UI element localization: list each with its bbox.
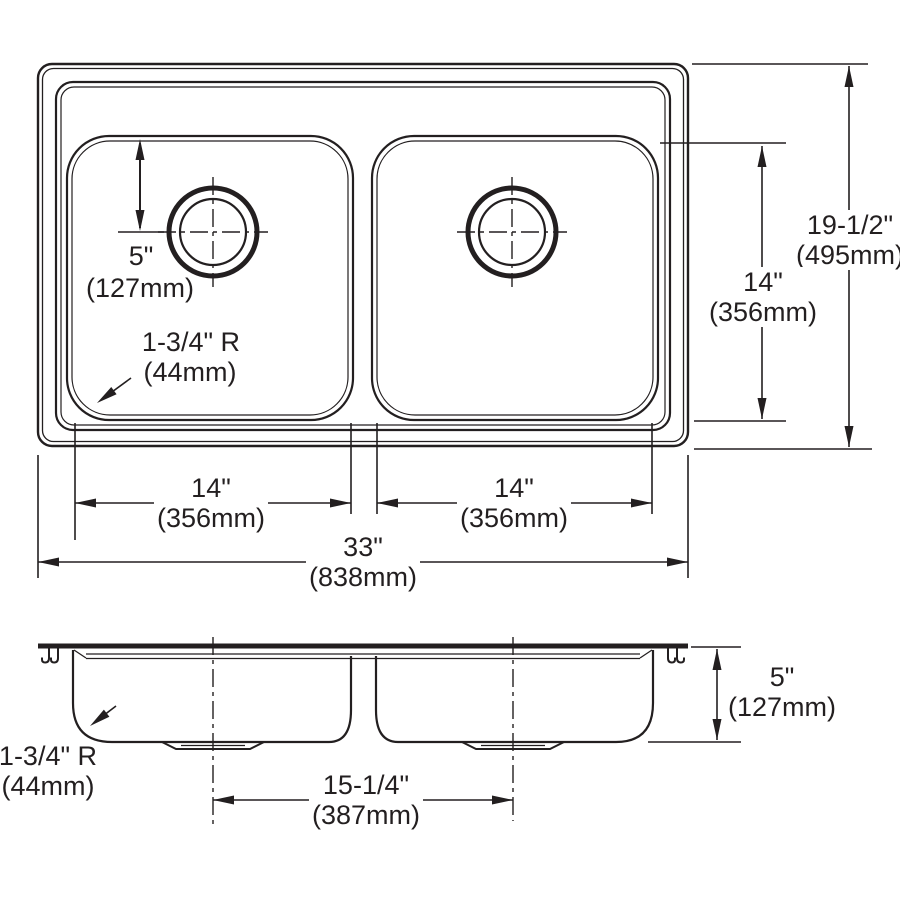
side-corner-radius-label: 1-3/4" R (44mm) <box>0 741 97 801</box>
dim-overall-depth-inches: 19-1/2" <box>806 210 894 240</box>
dim-right-bowl-width-label: 14" (356mm) <box>456 473 572 533</box>
left-bowl-inner-line <box>71 140 349 416</box>
dim-overall-depth-label: 19-1/2" (495mm) <box>792 210 900 270</box>
side-corner-radius-text: 1-3/4" R <box>0 741 98 771</box>
dim-bowl-height <box>648 646 741 743</box>
rim-ledge-step-right <box>639 649 653 659</box>
corner-radius-leader <box>97 377 132 403</box>
right-bowl-outline <box>370 134 660 422</box>
right-bowl-inner-line <box>376 140 654 416</box>
mounting-clips-right <box>667 648 685 664</box>
mounting-clips-left <box>41 648 59 664</box>
dim-left-bowl-width-inches: 14" <box>191 473 231 503</box>
dim-right-bowl-width-inches: 14" <box>494 473 534 503</box>
dim-hole-offset-mm: (127mm) <box>85 273 195 303</box>
right-bowl-profile <box>374 650 655 744</box>
dim-extension-lines <box>37 423 689 578</box>
dim-overall-depth-mm: (495mm) <box>795 240 900 270</box>
right-drain <box>457 177 567 287</box>
dim-overall-width-mm: (838mm) <box>308 562 418 592</box>
dim-bowl-height-label: 5" (127mm) <box>728 662 836 722</box>
dim-overall-width-label: 33" (838mm) <box>305 532 421 592</box>
corner-radius-mm: (44mm) <box>143 357 237 387</box>
rim-inner-edge-inner-line <box>60 86 666 426</box>
left-bowl-profile <box>71 650 353 744</box>
left-drain <box>158 177 268 287</box>
dim-hole-offset-inches: 5" <box>128 241 154 271</box>
dim-drain-spacing-mm: (387mm) <box>311 800 421 830</box>
dim-overall-width-inches: 33" <box>343 532 383 562</box>
top-view <box>36 62 872 578</box>
rim-ledge-step-left <box>73 649 87 659</box>
corner-radius-label: 1-3/4" R <box>141 327 241 357</box>
side-corner-radius-mm: (44mm) <box>1 771 95 801</box>
dim-right-bowl-width-mm: (356mm) <box>459 503 569 533</box>
dim-hole-offset <box>118 139 164 233</box>
rim-inner-edge <box>54 80 672 432</box>
sink-outer-edge-inner-line <box>41 67 685 443</box>
dim-bowl-depth-mm: (356mm) <box>708 297 818 327</box>
dim-bowl-height-inches: 5" <box>769 662 795 692</box>
dim-bowl-depth-inches: 14" <box>743 267 783 297</box>
dim-drain-spacing-label: 15-1/4" (387mm) <box>308 770 424 830</box>
dim-left-bowl-width-mm: (356mm) <box>156 503 266 533</box>
dim-bowl-height-mm: (127mm) <box>727 692 837 722</box>
sink-outer-edge <box>36 62 690 448</box>
side-corner-radius-leader <box>90 705 117 726</box>
left-bowl-outline <box>65 134 355 422</box>
dim-bowl-depth-label: 14" (356mm) <box>705 267 821 327</box>
dim-left-bowl-width-label: 14" (356mm) <box>153 473 269 533</box>
dim-drain-spacing-inches: 15-1/4" <box>322 770 410 800</box>
